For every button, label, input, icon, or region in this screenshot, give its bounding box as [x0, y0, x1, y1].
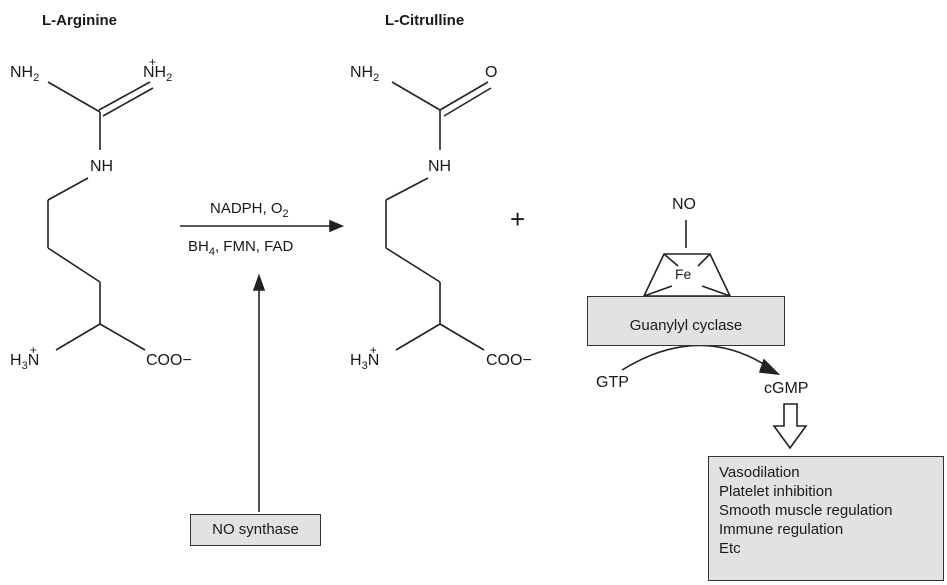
effects-box: Vasodilation Platelet inhibition Smooth …	[708, 456, 944, 581]
arginine-chain-2	[47, 247, 101, 283]
arginine-nh2-right: +NH2	[143, 55, 173, 84]
citrulline-title: L-Citrulline	[385, 12, 465, 29]
citrulline-bond-ca-n	[395, 323, 441, 351]
citrulline-double-bond-b	[443, 87, 492, 117]
fe-label: Fe	[675, 266, 692, 282]
cgmp-label: cGMP	[764, 380, 809, 397]
citrulline-nh: NH	[428, 158, 452, 175]
reaction-conditions-bottom: BH4, FMN, FAD	[188, 238, 294, 258]
gtp-cgmp-arrow-head	[758, 358, 781, 376]
arginine-bond-ca-coo	[99, 323, 146, 351]
no-synthase-box: NO synthase	[190, 514, 321, 546]
citrulline-h3n: H3N+	[350, 343, 380, 372]
arginine-title: L-Arginine	[42, 12, 117, 29]
reaction-arrow-head	[329, 219, 345, 233]
reaction-conditions-top: NADPH, O2	[210, 200, 289, 220]
arginine-double-bond-a	[98, 81, 151, 111]
plus-sign: +	[510, 204, 526, 234]
arginine-nh: NH	[90, 158, 114, 175]
heme-line-tl	[663, 253, 679, 267]
no-label: NO	[672, 196, 696, 213]
citrulline-double-bond-a	[439, 81, 489, 111]
citrulline-bond-nh2-c	[391, 81, 441, 111]
arginine-bond-nh-chain	[47, 177, 89, 201]
effect-item: Vasodilation	[719, 464, 800, 481]
effect-item: Platelet inhibition	[719, 483, 833, 500]
synthase-arrow-head	[252, 273, 266, 291]
cgmp-effects-arrow	[772, 403, 808, 450]
citrulline-chain-2	[385, 247, 441, 283]
arginine-nh2-left: NH2	[10, 64, 40, 84]
heme-line-tr	[697, 253, 711, 267]
heme-line-br	[701, 285, 731, 297]
arginine-coo: COO−	[146, 352, 192, 369]
arginine-bond-ca-n	[55, 323, 101, 351]
heme-line-bl	[643, 285, 673, 297]
effect-item: Smooth muscle regulation	[719, 502, 893, 519]
guanylyl-cyclase-label: Guanylyl cyclase	[629, 317, 743, 334]
citrulline-nh2: NH2	[350, 64, 380, 84]
arginine-h3n: H3N+	[10, 343, 40, 372]
guanylyl-cyclase-box: Guanylyl cyclase	[587, 296, 785, 346]
citrulline-bond-ca-coo	[439, 323, 485, 351]
no-synthase-label: NO synthase	[212, 521, 299, 538]
gtp-cgmp-arrow	[621, 344, 771, 371]
arginine-bond-nh2-c	[47, 81, 101, 113]
arginine-double-bond-b	[102, 87, 154, 117]
citrulline-o: O	[485, 64, 498, 81]
citrulline-bond-nh-chain	[385, 177, 429, 201]
effect-item: Immune regulation	[719, 521, 844, 538]
gtp-label: GTP	[596, 374, 629, 391]
effect-item: Etc	[719, 540, 741, 557]
citrulline-coo: COO−	[486, 352, 532, 369]
